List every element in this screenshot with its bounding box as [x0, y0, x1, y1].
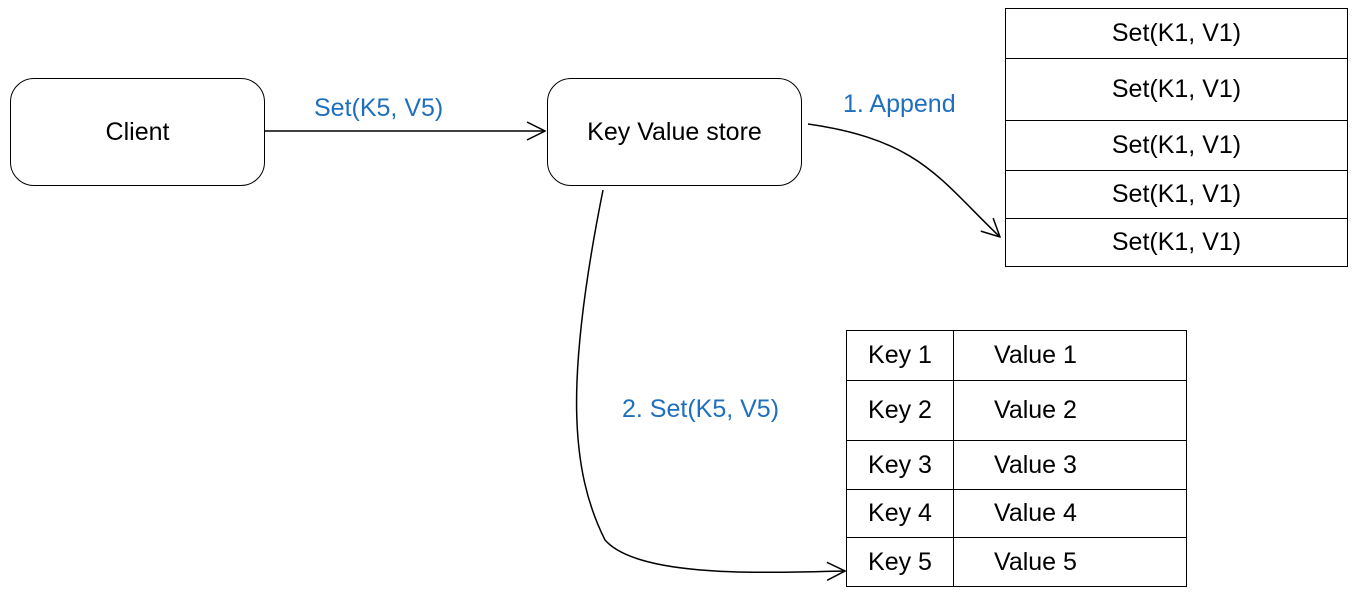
value-cell: Value 1	[994, 341, 1077, 369]
key-cell: Key 5	[847, 538, 954, 586]
edge-label-set-k5: 2. Set(K5, V5)	[622, 395, 780, 423]
key-cell: Key 2	[847, 381, 954, 440]
key-cell: Key 4	[847, 490, 954, 537]
append-log-table: Set(K1, V1) Set(K1, V1) Set(K1, V1) Set(…	[1005, 8, 1348, 267]
table-row: Key 5 Value 5	[847, 538, 1186, 586]
table-row: Key 4 Value 4	[847, 490, 1186, 538]
client-label: Client	[105, 117, 170, 146]
log-entry: Set(K1, V1)	[1006, 59, 1347, 121]
edge-label-set: Set(K5, V5)	[314, 94, 444, 122]
value-cell: Value 5	[994, 547, 1077, 576]
key-value-table: Key 1 Value 1 Key 2 Value 2 Key 3 Value …	[846, 330, 1187, 587]
log-entry: Set(K1, V1)	[1006, 121, 1347, 171]
key-cell: Key 1	[847, 331, 954, 380]
table-row: Key 2 Value 2	[847, 381, 1186, 441]
arrow-store-to-kv-table	[575, 189, 845, 572]
edge-label-append: 1. Append	[843, 90, 956, 118]
value-cell: Value 4	[994, 499, 1077, 527]
store-label: Key Value store	[587, 117, 762, 146]
arrow-store-to-log	[807, 123, 1000, 237]
key-cell: Key 3	[847, 441, 954, 489]
table-row: Key 3 Value 3	[847, 441, 1186, 490]
log-entry: Set(K1, V1)	[1111, 228, 1242, 256]
log-entry: Set(K1, V1)	[1006, 171, 1347, 219]
value-cell: Value 3	[994, 450, 1077, 479]
value-cell: Value 2	[994, 396, 1077, 424]
table-row: Key 1 Value 1	[847, 331, 1186, 381]
log-entry: Set(K1, V1)	[1006, 9, 1347, 59]
client-node: Client	[10, 78, 265, 186]
key-value-store-node: Key Value store	[547, 78, 802, 186]
